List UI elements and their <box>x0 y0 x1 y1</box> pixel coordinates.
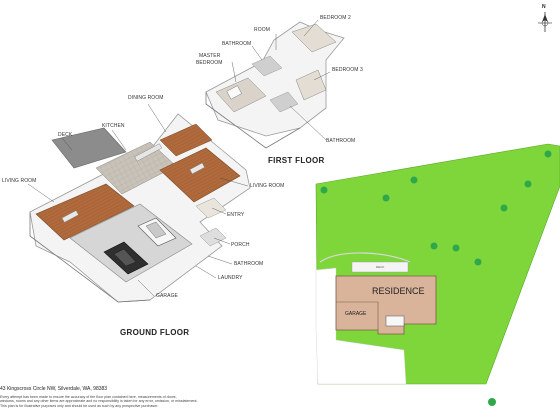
ground-front-edge <box>29 212 151 303</box>
property-address: 43 Kingscross Circle NW, Silverdale, WA,… <box>0 386 108 392</box>
tree <box>544 150 552 158</box>
label-master-bedroom-2: BEDROOM <box>196 60 223 66</box>
tree <box>430 242 438 250</box>
label-bathroom-first: BATHROOM <box>326 138 356 144</box>
entry-floor <box>195 197 227 219</box>
first-floor-model <box>205 21 345 149</box>
label-leaders <box>27 19 331 297</box>
tree <box>320 186 328 194</box>
disclaimer-line: This plan is for illustrative purposes o… <box>0 403 159 408</box>
label-laundry: LAUNDRY <box>218 275 243 281</box>
tree <box>524 180 532 188</box>
bedroom2-floor <box>291 23 337 53</box>
first-floor-title: FIRST FLOOR <box>268 156 325 165</box>
label-bedroom-3: BEDROOM 3 <box>332 67 363 73</box>
living-room-right-floor <box>159 147 241 203</box>
compass-north-label: N <box>542 4 546 10</box>
residence-label: RESIDENCE <box>372 286 425 296</box>
ground-floor-title: GROUND FLOOR <box>120 328 190 337</box>
living-room-left-floor <box>35 183 135 241</box>
label-kitchen: KITCHEN <box>102 123 125 129</box>
ground-floor-model <box>29 113 251 303</box>
label-room: ROOM <box>254 27 270 33</box>
label-master-bedroom-1: MASTER <box>199 53 221 59</box>
tree <box>410 176 418 184</box>
tree <box>382 194 390 202</box>
compass-arrow-icon <box>538 12 552 32</box>
label-entry: ENTRY <box>227 212 245 218</box>
label-bedroom-2: BEDROOM 2 <box>320 15 351 21</box>
trees <box>320 150 552 406</box>
road-curve <box>319 252 411 263</box>
label-bathroom-ground: BATHROOM <box>234 261 264 267</box>
black-car-roof <box>113 248 137 267</box>
label-living-room-left: LIVING ROOM <box>2 178 37 184</box>
site-deck-label: DECK <box>376 265 385 269</box>
site-deck <box>351 261 409 273</box>
sofa-left <box>61 210 79 223</box>
disclaimer-line: Every attempt has been made to ensure th… <box>0 395 177 399</box>
porch-floor <box>199 227 227 247</box>
sofa-right <box>189 162 205 175</box>
bathroom-upper-floor <box>251 55 283 77</box>
residence-footprint <box>335 275 437 335</box>
label-deck: DECK <box>58 132 73 138</box>
tree <box>474 258 482 266</box>
tree <box>500 204 508 212</box>
tree <box>488 398 496 406</box>
master-bed <box>226 85 242 100</box>
deck-area <box>51 127 127 169</box>
label-garage: GARAGE <box>156 293 178 299</box>
kitchen-island <box>134 143 163 162</box>
site-garage-label: GARAGE <box>345 311 367 317</box>
label-porch: PORCH <box>231 242 250 248</box>
north-compass: N <box>536 4 554 34</box>
bedroom3-floor <box>295 69 327 101</box>
first-front-edge <box>205 92 301 149</box>
label-bathroom-upper: BATHROOM <box>222 41 252 47</box>
label-living-room-right: LIVING ROOM <box>250 183 285 189</box>
label-dining-room: DINING ROOM <box>128 95 164 101</box>
master-bedroom-floor <box>215 77 267 113</box>
site-porch <box>385 315 405 327</box>
site-plan <box>315 143 560 406</box>
disclaimer: Every attempt has been made to ensure th… <box>0 395 300 408</box>
disclaimer-line: windows, rooms and any other items are a… <box>0 399 198 404</box>
dining-floor <box>159 123 213 157</box>
tree <box>452 244 460 252</box>
white-car-roof <box>145 221 167 239</box>
